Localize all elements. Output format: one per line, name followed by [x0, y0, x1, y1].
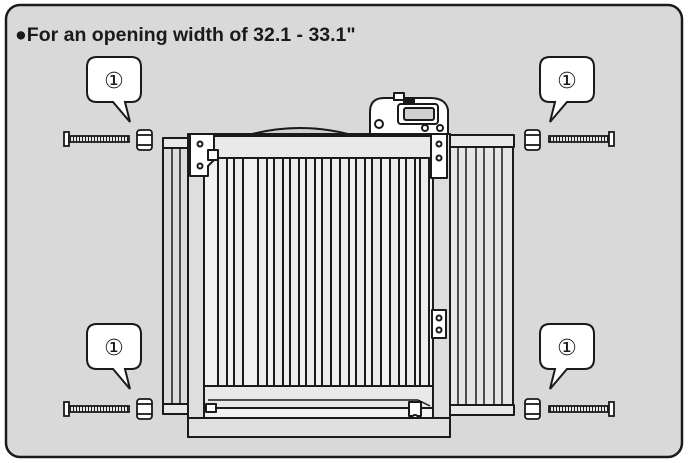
- bolt-bottom-left: [63, 398, 153, 420]
- bolt-top-left: [63, 129, 153, 151]
- adjuster-nut-icon: [136, 129, 153, 151]
- adjuster-nut-icon: [524, 129, 541, 151]
- left-hinge-bracket: [189, 133, 219, 177]
- bolt-top-right: [524, 129, 615, 151]
- right-extension-frame: [446, 134, 515, 416]
- callout-bottom-left: ①: [86, 323, 142, 390]
- callout-number: ①: [104, 69, 124, 94]
- baby-gate-illustration: [162, 92, 515, 438]
- callout-number: ①: [104, 336, 124, 361]
- right-latch-bracket: [430, 133, 448, 339]
- callout-top-right: ①: [539, 56, 595, 123]
- callout-bottom-right: ①: [539, 323, 595, 390]
- adjuster-nut-icon: [136, 398, 153, 420]
- threaded-bolt-icon: [608, 401, 615, 417]
- callout-number: ①: [557, 336, 577, 361]
- page-title: ●For an opening width of 32.1 - 33.1": [15, 24, 356, 46]
- gate-lock-icon: [369, 92, 449, 135]
- callout-number: ①: [557, 69, 577, 94]
- callout-top-left: ①: [86, 56, 142, 123]
- gate-bottom-rail: [203, 385, 434, 409]
- adjuster-nut-icon: [524, 398, 541, 420]
- left-extension-frame: [162, 137, 192, 415]
- threaded-bolt-icon: [608, 131, 615, 147]
- bolt-bottom-right: [524, 398, 615, 420]
